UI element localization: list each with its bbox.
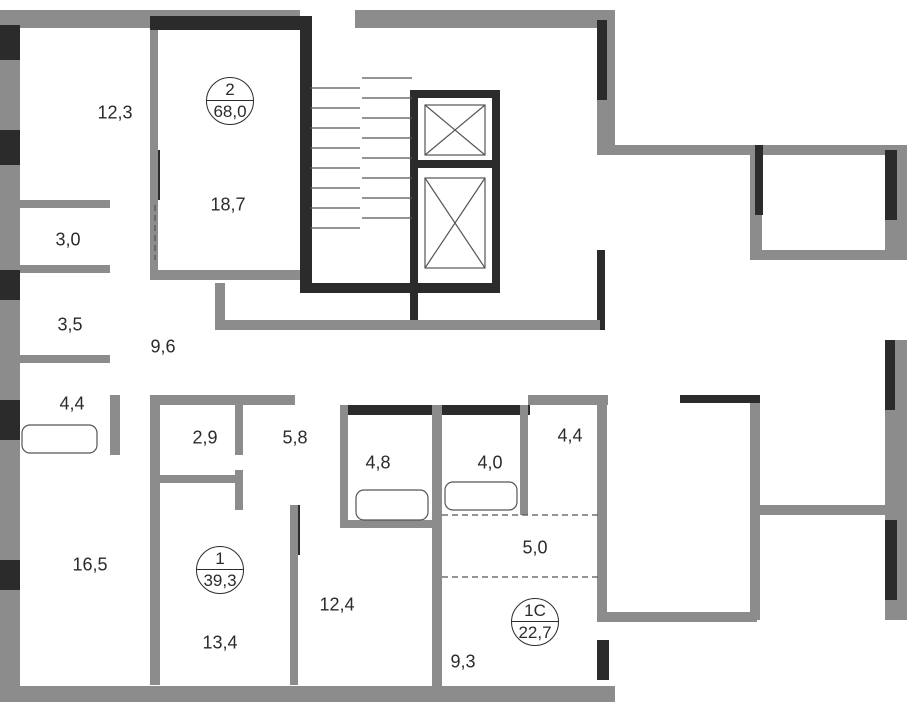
bathtub-icon	[355, 489, 429, 521]
wall	[885, 520, 897, 600]
fixtures	[21, 77, 600, 578]
wall	[597, 640, 609, 680]
apartment-number: 2	[207, 78, 253, 101]
wall	[885, 150, 897, 220]
wall	[597, 612, 757, 622]
room-area: 18,7	[210, 194, 246, 215]
room-area: 4,4	[59, 393, 85, 414]
wall	[235, 470, 243, 510]
wall	[0, 270, 20, 300]
room-area: 9,3	[450, 651, 476, 672]
apartment-area: 39,3	[203, 571, 237, 590]
apartment-area: 68,0	[213, 102, 247, 121]
wall	[20, 265, 110, 273]
walls	[0, 10, 907, 702]
wall	[520, 405, 528, 515]
wall	[755, 145, 763, 215]
wall	[597, 395, 607, 620]
room-area: 12,4	[319, 594, 355, 615]
wall	[158, 270, 300, 280]
bathtub-icon	[444, 481, 518, 511]
elevator-icon	[424, 104, 486, 156]
wall	[0, 10, 20, 700]
wall	[528, 395, 608, 405]
wall	[300, 283, 500, 293]
wall	[0, 25, 20, 60]
wall	[340, 405, 348, 525]
wall	[0, 400, 20, 440]
wall	[680, 395, 760, 403]
wall	[0, 130, 20, 165]
wall	[750, 250, 895, 260]
apartment-badge-1c: 1С 22,7	[511, 598, 559, 646]
wall	[885, 340, 895, 410]
wall	[410, 160, 500, 168]
room-area: 4,8	[365, 452, 391, 473]
wall	[492, 90, 500, 290]
wall	[160, 475, 240, 483]
room-area: 16,5	[72, 554, 108, 575]
wall	[300, 16, 312, 291]
room-area: 4,4	[557, 425, 583, 446]
wall	[597, 250, 605, 330]
wall	[432, 405, 442, 690]
elevator-icon	[424, 177, 486, 269]
room-area: 2,9	[192, 427, 218, 448]
room-area: 5,8	[282, 427, 308, 448]
elevator-cross	[424, 177, 486, 269]
wall	[290, 505, 298, 685]
elevator-cross	[424, 104, 486, 156]
wall	[410, 90, 418, 320]
room-area: 4,0	[477, 452, 503, 473]
wall	[20, 200, 110, 208]
room-area: 3,5	[57, 314, 83, 335]
wall	[215, 283, 225, 328]
apartment-badge-2: 2 68,0	[206, 77, 254, 125]
room-area: 12,3	[97, 102, 133, 123]
room-area: 13,4	[202, 632, 238, 653]
apartment-badge-1: 1 39,3	[196, 546, 244, 594]
room-area: 9,6	[150, 336, 176, 357]
wall	[597, 145, 757, 155]
wall	[110, 395, 120, 455]
wall	[597, 20, 607, 100]
apartment-number: 1	[197, 547, 243, 570]
wall	[150, 16, 300, 30]
apartment-number: 1С	[512, 599, 558, 622]
wall	[215, 320, 600, 330]
room-area: 3,0	[55, 229, 81, 250]
wall	[0, 686, 615, 702]
wall	[150, 30, 158, 280]
room-area: 5,0	[522, 537, 548, 558]
wall	[355, 10, 500, 28]
wall	[0, 560, 20, 590]
bathtub-icon	[21, 424, 98, 454]
wall	[150, 395, 160, 685]
wall	[500, 10, 615, 28]
wall	[750, 505, 895, 515]
wall	[340, 520, 440, 528]
apartment-area: 22,7	[518, 623, 552, 642]
wall	[235, 395, 243, 455]
wall	[750, 145, 895, 155]
wall	[20, 355, 110, 363]
wall	[155, 395, 295, 405]
wall	[410, 90, 500, 98]
